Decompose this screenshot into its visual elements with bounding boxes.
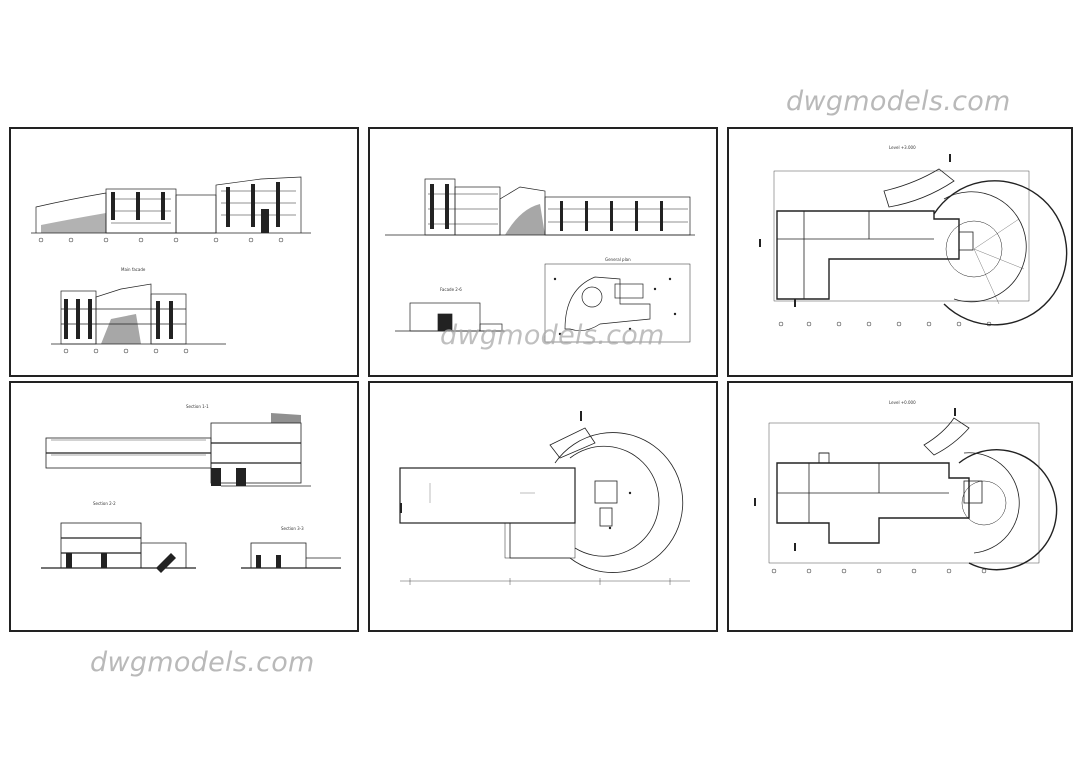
drawing-sheet-roof-plan[interactable] [368, 381, 718, 632]
drawing-sheet-upper-level-plan[interactable]: Level +3.000 [727, 127, 1073, 377]
section-drawings [41, 413, 341, 573]
section-1-title: Section 1-1 [186, 404, 209, 409]
section-2-title: Section 2-2 [93, 501, 116, 506]
ground-level-plan-drawing [754, 408, 1058, 574]
drawing-sheet-ground-level-plan[interactable]: Level +0.000 [727, 381, 1073, 632]
elevation-title: Main facade [121, 267, 146, 272]
facade-drawings [31, 176, 311, 354]
section-3-title: Section 3-3 [281, 526, 304, 531]
facade-and-site-drawings [385, 178, 695, 343]
roof-plan-drawing [399, 411, 690, 585]
watermark-top: dwgmodels.com [786, 86, 1011, 117]
facade-title: Facade 2-6 [440, 287, 462, 292]
upper-level-plan-title: Level +3.000 [889, 145, 916, 150]
site-plan-title: General plan [605, 257, 631, 262]
ground-level-plan-title: Level +0.000 [889, 400, 916, 405]
drawing-sheet-facade-and-site-plan[interactable]: Facade 2-6 General plan [368, 127, 718, 377]
drawing-sheet-sections[interactable]: Section 1-1 Section 2-2 Section 3-3 [9, 381, 359, 632]
drawing-sheet-facades[interactable]: Main facade [9, 127, 359, 377]
upper-level-plan-drawing [759, 154, 1068, 327]
watermark-center: dwgmodels.com [440, 320, 665, 351]
watermark-bottom: dwgmodels.com [90, 647, 315, 678]
